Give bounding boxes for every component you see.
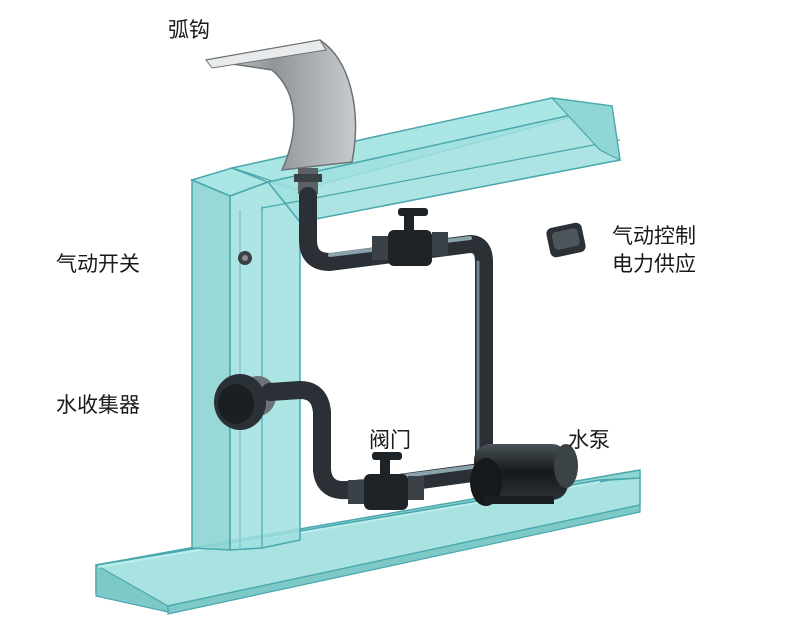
water-pump	[470, 444, 578, 506]
water-collector	[214, 374, 276, 430]
label-power-supply: 气动控制 电力供应	[612, 222, 696, 278]
label-water-collector: 水收集器	[56, 393, 140, 417]
vertical-tower	[189, 167, 301, 551]
upper-valve	[372, 208, 448, 266]
label-water-pump: 水泵	[568, 428, 610, 452]
power-supply-box	[546, 222, 586, 258]
lower-valve	[348, 452, 424, 510]
label-power-supply-line2: 电力供应	[612, 252, 696, 276]
pneumatic-switch	[238, 251, 252, 265]
label-curved-hook: 弧钩	[168, 18, 210, 42]
curved-hook	[205, 39, 357, 194]
label-power-supply-line1: 气动控制	[612, 224, 696, 248]
label-valve: 阀门	[369, 428, 411, 452]
label-pneumatic-switch: 气动开关	[56, 252, 140, 276]
top-arm	[229, 97, 621, 223]
